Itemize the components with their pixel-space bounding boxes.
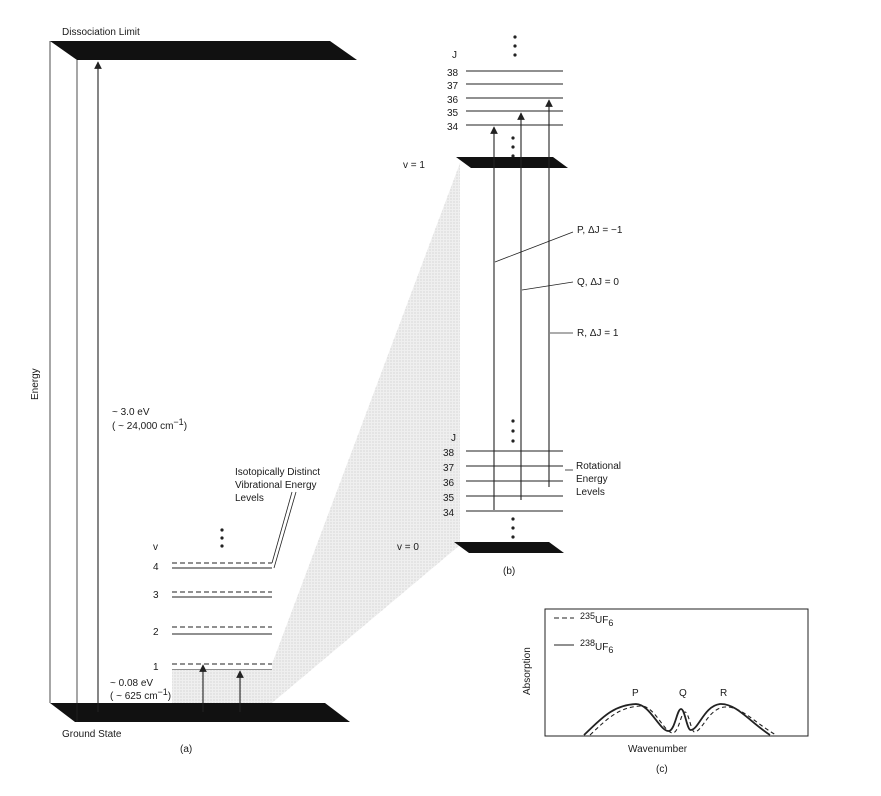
ground-state-label: Ground State — [62, 729, 122, 740]
svg-text:36: 36 — [443, 478, 455, 489]
upper-rot-level-34: 34 — [447, 122, 563, 133]
upper-rot-level-37: 37 — [447, 81, 563, 92]
peak-r-label: R — [720, 688, 727, 699]
iso-label-line3: Levels — [235, 493, 264, 504]
spectrum-xlabel: Wavenumber — [628, 744, 688, 755]
panel-a-label: (a) — [180, 744, 192, 755]
iso-leader-2 — [273, 491, 297, 569]
v1-slab — [456, 157, 568, 168]
lower-rot-level-35: 35 — [443, 493, 563, 504]
upper-j-dots — [513, 35, 517, 57]
big-gap-wavenumber: ( ~ 24,000 cm−1) — [112, 417, 187, 432]
spectrum-238-curve — [583, 703, 771, 736]
zoom-source-region — [172, 670, 272, 703]
dissociation-limit-slab — [50, 41, 357, 60]
v-header: v — [153, 542, 158, 553]
small-gap-wavenumber: ( ~ 625 cm−1) — [110, 687, 171, 702]
spectrum-235-curve — [589, 705, 777, 736]
upper-rot-level-35: 35 — [447, 108, 563, 119]
peak-p-label: P — [632, 688, 639, 699]
rot-label-line1: Rotational — [576, 461, 621, 472]
legend-238: 238UF6 — [554, 638, 613, 655]
v1-label: v = 1 — [403, 160, 425, 171]
upper-mid-dots — [511, 136, 515, 158]
q-leader — [521, 281, 574, 291]
svg-text:3: 3 — [153, 590, 159, 601]
lower-rot-level-34: 34 — [443, 508, 563, 519]
lower-bottom-dots — [511, 517, 515, 539]
energy-axis-label: Energy — [30, 368, 41, 400]
small-gap-ev: ~ 0.08 eV — [110, 678, 153, 689]
lower-rot-level-38: 38 — [443, 448, 563, 459]
svg-text:36: 36 — [447, 95, 459, 106]
zoom-wedge — [272, 163, 460, 703]
rot-label-line2: Energy — [576, 474, 608, 485]
peak-q-label: Q — [679, 688, 687, 699]
p-leader — [494, 231, 574, 263]
panel-b-label: (b) — [503, 566, 515, 577]
svg-text:235UF6: 235UF6 — [580, 611, 613, 628]
r-branch-label: R, ΔJ = 1 — [577, 328, 619, 339]
big-gap-ev: ~ 3.0 eV — [112, 407, 150, 418]
iso-label-line1: Isotopically Distinct — [235, 467, 320, 478]
lower-j-header: J — [451, 433, 456, 444]
v0-slab — [454, 542, 564, 553]
panel-b: J 38 37 36 35 34 — [397, 35, 623, 577]
iso-leader-1 — [271, 491, 293, 564]
svg-text:37: 37 — [443, 463, 455, 474]
svg-text:38: 38 — [447, 68, 459, 79]
svg-text:4: 4 — [153, 562, 159, 573]
panel-c-label: (c) — [656, 764, 668, 775]
spectrum-ylabel: Absorption — [522, 647, 533, 695]
spectrum-frame — [544, 608, 809, 737]
svg-text:37: 37 — [447, 81, 459, 92]
svg-text:34: 34 — [447, 122, 459, 133]
svg-text:238UF6: 238UF6 — [580, 638, 613, 655]
iso-label-line2: Vibrational Energy — [235, 480, 317, 491]
upper-rot-level-36: 36 — [447, 95, 563, 106]
panel-a: Dissociation Limit Ground State Energy (… — [30, 27, 357, 755]
vib-level-3: 3 — [153, 590, 272, 601]
svg-text:1: 1 — [153, 662, 159, 673]
v-dots — [220, 528, 224, 548]
lower-rot-level-37: 37 — [443, 463, 563, 474]
v0-label: v = 0 — [397, 542, 419, 553]
svg-text:35: 35 — [447, 108, 459, 119]
svg-text:2: 2 — [153, 627, 159, 638]
svg-text:38: 38 — [443, 448, 455, 459]
svg-text:34: 34 — [443, 508, 455, 519]
lower-rot-level-36: 36 — [443, 478, 563, 489]
vib-level-2: 2 — [153, 626, 272, 638]
dissociation-label: Dissociation Limit — [62, 27, 140, 38]
upper-j-header: J — [452, 50, 457, 61]
svg-text:35: 35 — [443, 493, 455, 504]
panel-c: Absorption Wavenumber (c) 235UF6 238UF6 … — [522, 608, 809, 775]
upper-rot-level-38: 38 — [447, 68, 563, 79]
vib-level-4: 4 — [153, 562, 272, 573]
rot-label-line3: Levels — [576, 487, 605, 498]
ground-state-slab — [50, 703, 350, 722]
p-branch-label: P, ΔJ = −1 — [577, 225, 623, 236]
q-branch-label: Q, ΔJ = 0 — [577, 277, 619, 288]
lower-j-dots — [511, 419, 515, 443]
legend-235: 235UF6 — [554, 611, 613, 628]
